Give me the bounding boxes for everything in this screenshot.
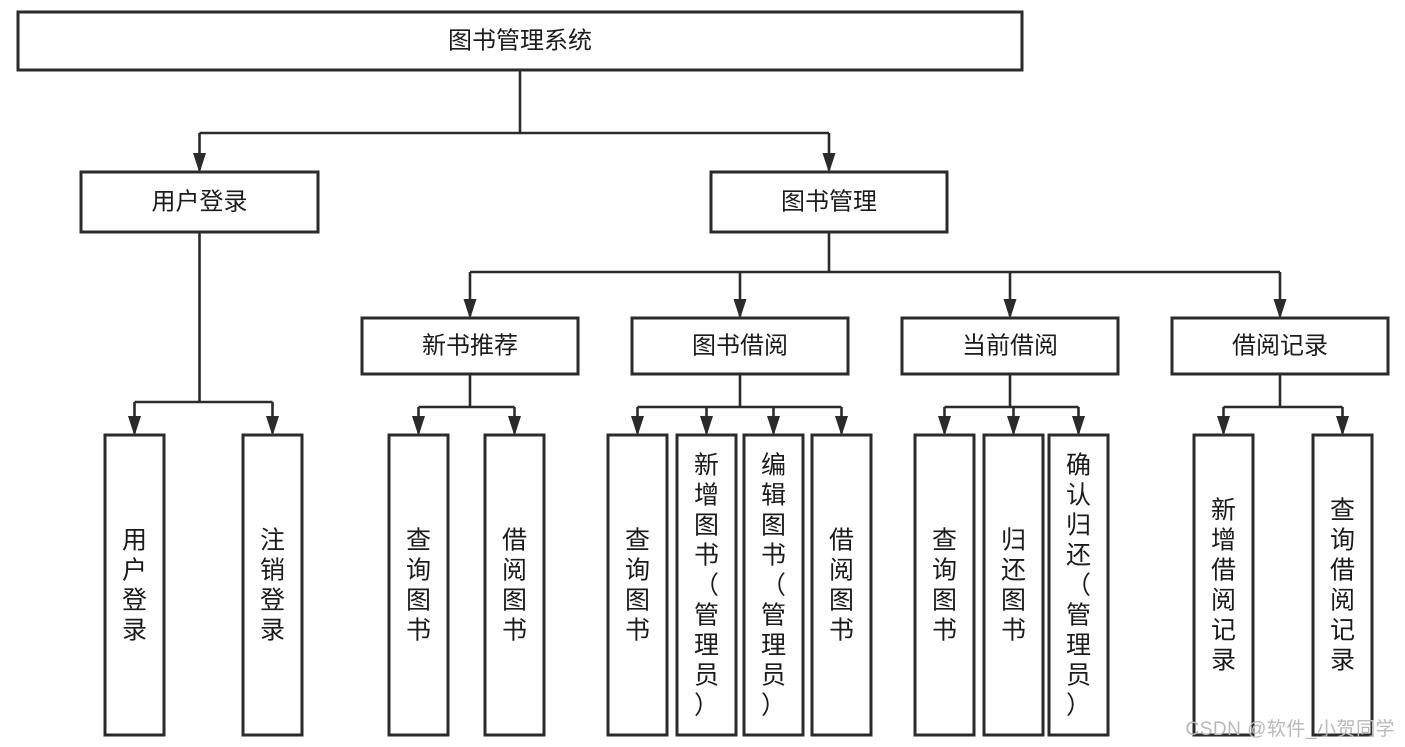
arrow-head [1336,416,1349,436]
node-box[interactable] [630,316,850,376]
arrow-head [193,153,206,173]
node-box[interactable] [16,10,1024,72]
node-box[interactable] [1192,433,1255,737]
node-new-book-recommend[interactable]: 新书推荐 [360,316,580,376]
node-user-login-do[interactable]: 用户登录 [103,433,166,737]
node-label: 用户登录 [122,526,147,644]
arrow-head [508,416,521,436]
node-query-book-1[interactable]: 查询图书 [387,433,450,737]
node-box[interactable] [79,170,320,234]
node-box[interactable] [982,433,1045,737]
node-borrow-record[interactable]: 借阅记录 [1170,316,1390,376]
node-root[interactable]: 图书管理系统 [16,10,1024,72]
node-label: 用户登录 [152,188,248,215]
node-box[interactable] [810,433,873,737]
connector-layer [128,70,1349,436]
node-label: 新增图书（管理员） [694,451,719,719]
arrow-head [767,416,780,436]
node-add-borrow-record[interactable]: 新增借阅记录 [1192,433,1255,737]
node-label: 编辑图书（管理员） [761,451,786,719]
node-label: 图书借阅 [692,332,788,359]
arrow-head [1072,416,1085,436]
node-label: 图书管理系统 [448,27,592,54]
arrow-head [463,299,477,319]
node-box[interactable] [1311,433,1374,737]
node-label: 当前借阅 [962,332,1058,359]
node-box[interactable] [606,433,669,737]
node-label: 查询图书 [932,526,957,644]
node-box[interactable] [360,316,580,376]
node-box[interactable] [709,170,949,234]
node-box[interactable] [900,316,1120,376]
arrow-head [412,416,425,436]
arrow-head [631,416,644,436]
node-edit-book-admin[interactable]: 编辑图书（管理员） [742,433,805,737]
node-label: 新书推荐 [422,332,518,359]
node-box[interactable] [483,433,546,737]
node-label: 借阅图书 [829,526,854,644]
node-query-book-2[interactable]: 查询图书 [606,433,669,737]
node-label: 查询图书 [625,526,650,644]
arrow-head [1007,416,1020,436]
node-add-book-admin[interactable]: 新增图书（管理员） [675,433,738,737]
node-return-book[interactable]: 归还图书 [982,433,1045,737]
node-user-login[interactable]: 用户登录 [79,170,320,234]
arrow-head [733,299,747,319]
node-confirm-return-admin[interactable]: 确认归还（管理员） [1047,433,1110,737]
arrow-head [835,416,848,436]
node-box[interactable] [1170,316,1390,376]
node-label: 查询图书 [406,526,431,644]
node-label: 借阅图书 [502,526,527,644]
arrow-head [266,416,279,436]
node-borrow-book-1[interactable]: 借阅图书 [483,433,546,737]
node-current-borrow[interactable]: 当前借阅 [900,316,1120,376]
node-box[interactable] [241,433,304,737]
arrow-head [1217,416,1230,436]
node-label: 借阅记录 [1232,332,1328,359]
node-box[interactable] [103,433,166,737]
node-box[interactable] [913,433,976,737]
arrow-head [128,416,141,436]
node-box[interactable] [742,433,805,737]
node-box[interactable] [675,433,738,737]
node-label: 查询借阅记录 [1330,496,1355,674]
node-label: 新增借阅记录 [1211,496,1236,674]
node-label: 归还图书 [1001,526,1026,644]
node-label: 图书管理 [781,188,877,215]
arrow-head [1003,299,1017,319]
node-query-book-3[interactable]: 查询图书 [913,433,976,737]
node-book-borrow[interactable]: 图书借阅 [630,316,850,376]
node-box[interactable] [387,433,450,737]
arrow-head [1273,299,1287,319]
node-query-borrow-record[interactable]: 查询借阅记录 [1311,433,1374,737]
node-label: 注销登录 [260,526,285,644]
node-box[interactable] [1047,433,1110,737]
node-label: 确认归还（管理员） [1066,451,1091,719]
node-book-management[interactable]: 图书管理 [709,170,949,234]
node-layer: 图书管理系统用户登录用户登录注销登录图书管理新书推荐查询图书借阅图书图书借阅查询… [16,10,1390,737]
arrow-head [822,153,836,173]
arrow-head [938,416,951,436]
node-user-logout[interactable]: 注销登录 [241,433,304,737]
node-borrow-book-2[interactable]: 借阅图书 [810,433,873,737]
arrow-head [700,416,713,436]
